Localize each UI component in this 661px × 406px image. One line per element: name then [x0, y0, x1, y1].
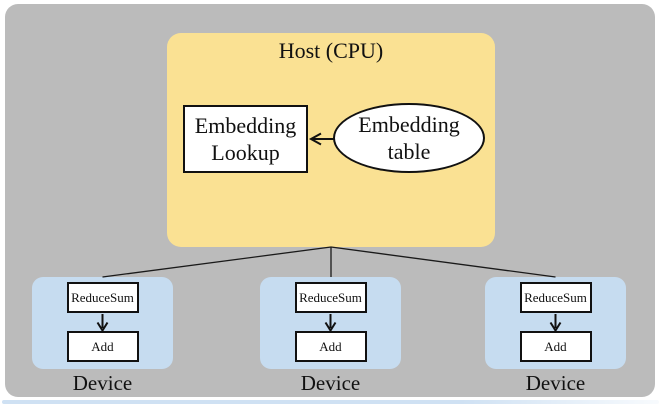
- embedding-table-label-line1: Embedding: [358, 112, 460, 137]
- reducesum-node-3: ReduceSum: [519, 282, 592, 313]
- device-box-2: ReduceSum Add: [260, 277, 401, 369]
- add-label-1: Add: [91, 339, 114, 354]
- add-node-2: Add: [294, 331, 367, 362]
- embedding-lookup-label-line1: Embedding: [194, 113, 297, 138]
- add-node-1: Add: [66, 331, 139, 362]
- reducesum-label-1: ReduceSum: [71, 290, 134, 305]
- reducesum-label-2: ReduceSum: [299, 290, 362, 305]
- reducesum-label-3: ReduceSum: [524, 290, 587, 305]
- device-box-3: ReduceSum Add: [485, 277, 626, 369]
- host-cpu-container: Host (CPU) Embedding Lookup Embedding ta…: [167, 33, 495, 247]
- reducesum-node-1: ReduceSum: [66, 282, 139, 313]
- embedding-table-node: Embedding table: [333, 103, 485, 173]
- device-caption-2: Device: [300, 371, 361, 395]
- bottom-reflection: [2, 400, 659, 404]
- device-caption-1: Device: [72, 371, 133, 395]
- embedding-table-label-line2: table: [387, 139, 431, 164]
- device-caption-3: Device: [525, 371, 586, 395]
- add-node-3: Add: [519, 331, 592, 362]
- add-label-3: Add: [544, 339, 567, 354]
- add-label-2: Add: [319, 339, 342, 354]
- host-title: Host (CPU): [278, 38, 384, 63]
- reducesum-node-2: ReduceSum: [294, 282, 367, 313]
- embedding-lookup-node: Embedding Lookup: [183, 105, 308, 173]
- device-box-1: ReduceSum Add: [32, 277, 173, 369]
- embedding-lookup-label-line2: Lookup: [211, 140, 280, 165]
